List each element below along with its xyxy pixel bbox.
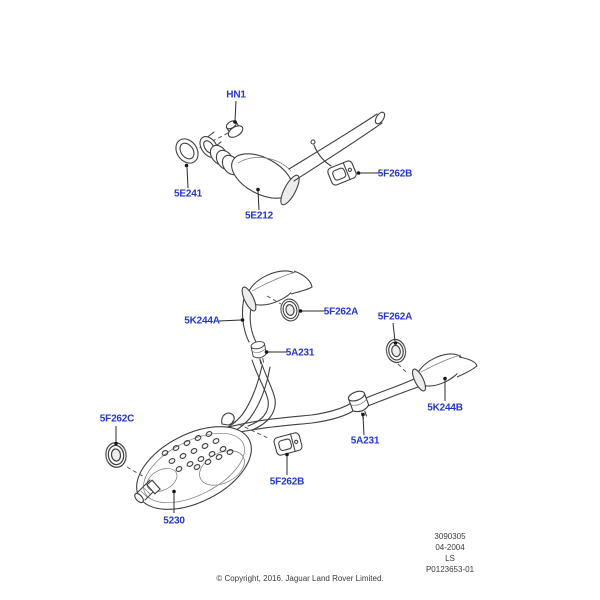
part-label-5k244b[interactable]: 5K244B [427,402,463,414]
part-label-5a231-rear[interactable]: 5A231 [350,435,380,447]
muffler-inlet-drawing [134,479,161,504]
part-label-5e212[interactable]: 5E212 [245,210,273,222]
intermediate-pipes-drawing [220,365,419,437]
plate-line-date: 04-2004 [435,543,465,552]
front-pipe-assembly-drawing [175,111,386,206]
nut-drawing [225,120,244,138]
part-label-5f262a-right[interactable]: 5F262A [377,311,413,323]
part-label-5f262c[interactable]: 5F262C [99,413,135,425]
rear-silencer-right-drawing [411,353,478,392]
front-pipe-drawing [288,111,386,182]
part-label-5230[interactable]: 5230 [163,515,185,527]
left-silencer-downpipe-drawing [247,358,276,431]
part-label-5f262a-left[interactable]: 5F262A [323,306,359,318]
plate-line-number: 3090305 [434,532,466,541]
pipe-clamp-rear-drawing [346,388,373,422]
plate-line-model: LS [445,554,455,563]
plate-code-block: 3090305 04-2004 LS P0123653-01 [400,531,500,575]
plate-line-drawing: P0123653-01 [425,565,475,574]
catalytic-converter-drawing [231,153,300,206]
part-label-5a231-mid[interactable]: 5A231 [285,347,315,359]
part-label-5f262b-top[interactable]: 5F262B [377,168,413,180]
copyright-text: © Copyright, 2016. Jaguar Land Rover Lim… [216,574,384,583]
part-label-5e241[interactable]: 5E241 [174,188,202,200]
centre-muffler-drawing [134,426,252,510]
gasket-drawing [175,138,199,164]
hanger-bracket-top-drawing [326,159,358,187]
leader-lines [114,100,447,513]
hanger-bracket-bottom-drawing [272,431,304,457]
rubber-mount-left-drawing [278,296,302,324]
part-label-5f262b-bottom[interactable]: 5F262B [269,476,305,488]
muffler-perforations [161,431,234,472]
rear-silencer-left-drawing [241,270,313,343]
part-label-5k244a[interactable]: 5K244A [184,315,220,327]
part-label-hn1[interactable]: HN1 [226,89,246,101]
rubber-mount-front-drawing [103,440,129,470]
